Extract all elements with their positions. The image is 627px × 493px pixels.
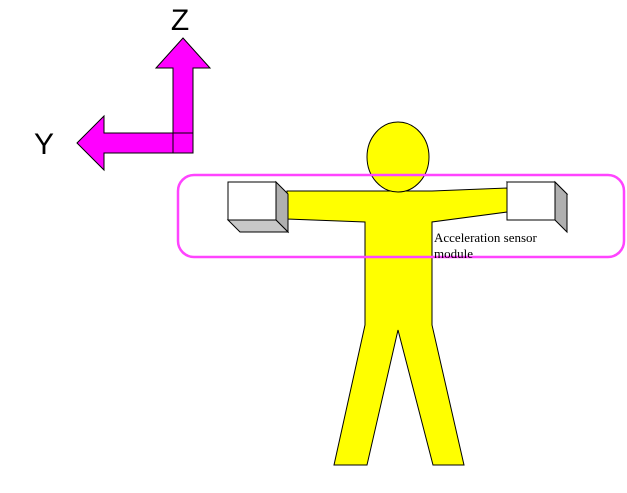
figure-head	[366, 121, 430, 193]
human-figure	[286, 121, 508, 466]
cube-left-front	[227, 181, 277, 221]
coordinate-axes: Z Y	[34, 4, 212, 172]
y-axis-arrow	[76, 114, 194, 172]
y-axis-label: Y	[34, 128, 54, 161]
figure-body	[286, 187, 508, 466]
z-axis-label: Z	[171, 4, 189, 37]
sensor-highlight-frame	[176, 173, 626, 259]
annotation-line-1: Acceleration sensor	[434, 230, 538, 245]
annotation-line-2: module	[434, 246, 473, 261]
sensor-module-left	[226, 180, 290, 234]
cube-right-front	[506, 181, 556, 221]
cube-right-side	[554, 180, 568, 234]
sensor-annotation: Acceleration sensor module	[434, 230, 538, 261]
sensor-module-right	[505, 180, 569, 234]
